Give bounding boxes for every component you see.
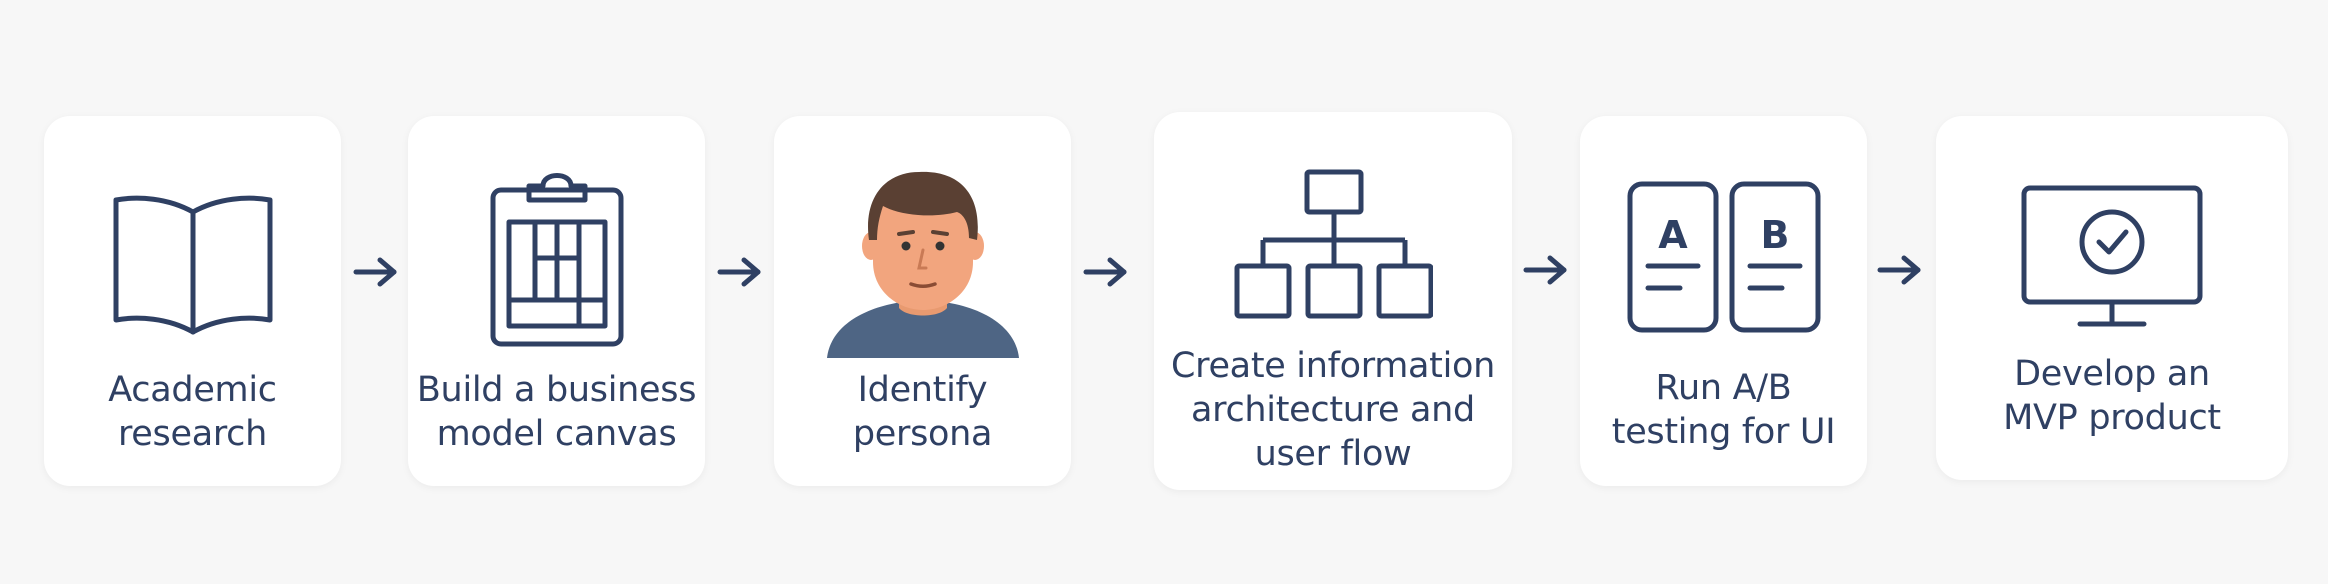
step-card-information-architecture: Create information architecture and user… — [1154, 112, 1512, 490]
arrow-right-icon — [1523, 255, 1567, 285]
step-label-line: testing for UI — [1611, 412, 1836, 452]
sitemap-hierarchy-icon — [1234, 169, 1433, 319]
step-card-ab-testing: A B Run A/B testing for UI — [1580, 116, 1867, 486]
step-label-line: research — [117, 414, 268, 454]
ab-phones-icon: A B — [1627, 181, 1820, 333]
step-card-identify-persona: Identify persona — [774, 116, 1071, 486]
monitor-check-icon — [2021, 185, 2203, 327]
step-label: Develop an MVP product — [1936, 352, 2288, 440]
step-label: Identify persona — [774, 368, 1071, 456]
step-label-line: persona — [852, 414, 993, 454]
step-card-academic-research: Academic research — [44, 116, 341, 486]
step-label-line: user flow — [1254, 434, 1412, 474]
step-label: Create information architecture and user… — [1154, 344, 1512, 476]
arrow-right-icon — [1083, 257, 1127, 287]
person-avatar-icon — [826, 171, 1019, 358]
step-label-line: Develop an — [2014, 354, 2210, 394]
open-book-icon — [113, 195, 272, 335]
variant-b-letter: B — [1760, 213, 1789, 257]
step-label-line: Identify — [857, 370, 988, 410]
step-label-line: Build a business — [416, 370, 697, 410]
step-label-line: Run A/B — [1655, 368, 1792, 408]
step-label: Build a business model canvas — [408, 368, 705, 456]
step-label-line: Academic — [108, 370, 277, 410]
step-label-line: Create information — [1170, 346, 1496, 386]
clipboard-canvas-icon — [490, 173, 623, 347]
arrow-right-icon — [717, 257, 761, 287]
variant-a-letter: A — [1658, 213, 1688, 257]
step-label-line: architecture and — [1191, 390, 1475, 430]
arrow-right-icon — [1877, 255, 1921, 285]
arrow-right-icon — [353, 257, 397, 287]
step-label: Run A/B testing for UI — [1580, 366, 1867, 454]
step-label: Academic research — [44, 368, 341, 456]
step-card-business-model-canvas: Build a business model canvas — [408, 116, 705, 486]
step-label-line: MVP product — [2003, 398, 2221, 438]
step-card-mvp-product: Develop an MVP product — [1936, 116, 2288, 480]
step-label-line: model canvas — [436, 414, 677, 454]
